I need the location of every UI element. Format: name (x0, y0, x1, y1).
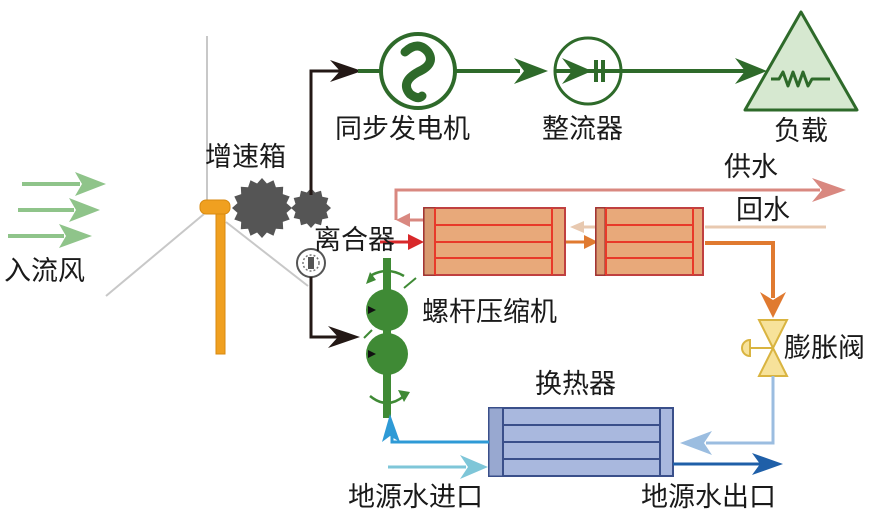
label-ground-water-out: 地源水出口 (641, 482, 776, 513)
supply-water-pipe (394, 178, 846, 227)
label-gearbox: 增速箱 (205, 142, 286, 173)
wind-arrow-icon (18, 198, 100, 222)
label-supply-water: 供水 (724, 152, 778, 183)
wind-turbine-icon (105, 36, 309, 355)
screw-compressor-icon (363, 258, 417, 418)
wind-arrow-icon (8, 224, 92, 248)
label-return-water: 回水 (736, 195, 790, 226)
shaft-arrow-bottom-icon (328, 326, 360, 348)
gearbox-icon (232, 178, 331, 238)
ground-water-in-arrow (388, 455, 488, 479)
rectifier-icon (553, 36, 623, 106)
load-icon (743, 10, 859, 112)
electric-arrow-icon (735, 58, 767, 84)
shaft-arrow-top-icon (330, 60, 362, 82)
label-expansion-valve: 膨胀阀 (784, 333, 865, 364)
generator-icon (379, 32, 457, 110)
label-compressor: 螺杆压缩机 (422, 297, 557, 328)
condenser-2-icon (595, 207, 704, 276)
ground-water-out-arrow (673, 453, 783, 475)
heat-exchanger-icon (488, 407, 674, 477)
electric-arrow-icon (514, 58, 548, 84)
mechanical-shaft (309, 69, 352, 339)
expansion-valve-icon (741, 319, 789, 377)
label-heat-exchanger: 换热器 (535, 369, 616, 400)
label-clutch: 离合器 (314, 225, 395, 256)
label-load: 负载 (774, 116, 828, 147)
label-generator: 同步发电机 (335, 114, 470, 145)
label-wind-in: 入流风 (4, 256, 85, 287)
refrigerant-hot-line (380, 234, 786, 318)
return-water-pipe (570, 221, 826, 233)
compressor-inlet-line (382, 414, 489, 444)
cold-pipe (680, 376, 775, 455)
condenser-1-icon (423, 207, 566, 276)
wind-arrow-icon (22, 172, 106, 196)
clutch-icon (296, 248, 326, 278)
label-rectifier: 整流器 (542, 114, 623, 145)
wind-arrows (8, 172, 106, 248)
label-ground-water-in: 地源水进口 (348, 482, 483, 513)
